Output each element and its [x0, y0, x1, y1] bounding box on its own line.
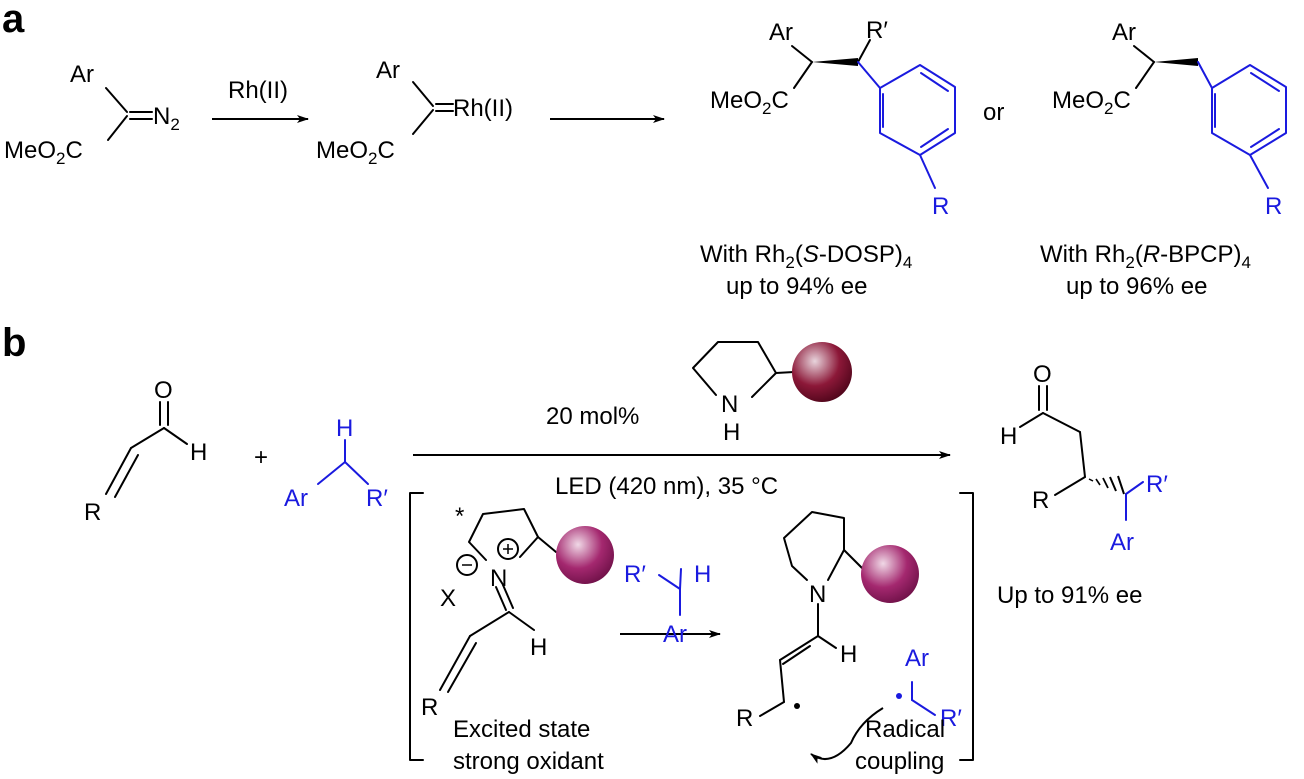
radical-coupling-label: Radical coupling	[855, 716, 945, 775]
svg-text:*: *	[455, 503, 464, 530]
svg-text:H: H	[190, 439, 207, 466]
svg-text:coupling: coupling	[855, 748, 944, 775]
svg-text:H: H	[530, 634, 547, 661]
hat-arrow: R′ H Ar	[620, 561, 721, 648]
svg-text:Ar: Ar	[70, 61, 94, 88]
svg-text:R: R	[736, 705, 753, 732]
svg-text:LED (420 nm), 35 °C: LED (420 nm), 35 °C	[555, 473, 778, 500]
arrow-diazo-to-carbene: Rh(II)	[212, 77, 309, 123]
svg-text:Ar: Ar	[1110, 529, 1134, 556]
benzyl-radical-dot	[896, 693, 902, 699]
panel-b-label: b	[2, 321, 26, 365]
svg-text:R′: R′	[1146, 471, 1168, 498]
excited-iminium: * X N H R	[421, 503, 614, 721]
svg-text:MeO2C: MeO2C	[710, 87, 789, 118]
caption-s-dosp: With Rh2(S-DOSP)4 up to 94% ee	[700, 241, 912, 300]
svg-text:H: H	[336, 415, 353, 442]
svg-text:Ar: Ar	[376, 57, 400, 84]
svg-text:R′: R′	[940, 705, 962, 732]
product-r-bpcp: Ar MeO2C R	[1052, 19, 1287, 220]
svg-text:R′: R′	[866, 17, 888, 44]
svg-text:R: R	[932, 193, 949, 220]
svg-text:With Rh2(R-BPCP)4: With Rh2(R-BPCP)4	[1040, 241, 1251, 272]
svg-text:N: N	[490, 565, 507, 592]
svg-text:X: X	[440, 585, 456, 612]
bracket-right	[959, 492, 974, 761]
svg-text:20 mol%: 20 mol%	[546, 403, 639, 430]
alkyl-arene: H Ar R′	[284, 415, 388, 512]
svg-text:Rh(II): Rh(II)	[453, 95, 513, 122]
svg-text:Ar: Ar	[905, 645, 929, 672]
or-text: or	[983, 99, 1004, 126]
svg-text:H: H	[723, 419, 740, 446]
svg-text:strong oxidant: strong oxidant	[453, 748, 604, 775]
enal: O H R	[84, 377, 207, 526]
panel-a: a Ar N2 MeO2C Rh(II) Ar Rh(II) MeO2C	[2, 0, 1287, 300]
svg-text:H: H	[694, 561, 711, 588]
svg-text:Excited state: Excited state	[453, 716, 590, 743]
svg-text:MeO2C: MeO2C	[4, 137, 83, 168]
radical-dot	[794, 703, 800, 709]
svg-text:H: H	[1000, 423, 1017, 450]
svg-text:O: O	[1033, 361, 1052, 388]
svg-text:N: N	[721, 391, 738, 418]
svg-text:MeO2C: MeO2C	[316, 137, 395, 168]
product-s-dosp: Ar R′ MeO2C R	[710, 17, 956, 220]
svg-text:up to 94% ee: up to 94% ee	[726, 273, 867, 300]
svg-text:H: H	[840, 641, 857, 668]
panel-b: b O H R + H Ar R′ 20 mol% LED (420	[2, 321, 1168, 775]
plus-sign: +	[254, 444, 268, 471]
svg-text:up to 96% ee: up to 96% ee	[1066, 273, 1207, 300]
svg-text:R: R	[421, 694, 438, 721]
svg-text:R′: R′	[366, 485, 388, 512]
product-ee: Up to 91% ee	[997, 582, 1142, 609]
svg-text:R′: R′	[624, 561, 646, 588]
benzylic-radical: Ar R′	[896, 645, 962, 732]
organocatalyst: N H	[692, 341, 852, 446]
svg-text:R: R	[1032, 487, 1049, 514]
diazo-ester: Ar N2 MeO2C	[4, 61, 180, 168]
svg-text:MeO2C: MeO2C	[1052, 87, 1131, 118]
product-aldehyde: O H R R′ Ar	[1000, 361, 1168, 556]
catalyst-sphere	[792, 342, 852, 402]
rh-carbene: Ar Rh(II) MeO2C	[316, 57, 513, 168]
svg-text:O: O	[154, 377, 173, 404]
main-reaction-arrow: 20 mol% LED (420 nm), 35 °C	[413, 403, 951, 500]
bracket-left	[409, 492, 424, 761]
excited-state-label: Excited state strong oxidant	[453, 716, 604, 775]
svg-text:N2: N2	[153, 103, 180, 134]
svg-text:R: R	[84, 499, 101, 526]
enamine-sphere	[861, 545, 919, 603]
svg-text:Radical: Radical	[865, 716, 945, 743]
iminium-sphere	[556, 526, 614, 584]
panel-a-label: a	[2, 0, 25, 41]
caption-r-bpcp: With Rh2(R-BPCP)4 up to 96% ee	[1040, 241, 1251, 300]
svg-text:N: N	[809, 581, 826, 608]
svg-text:Ar: Ar	[1112, 19, 1136, 46]
svg-text:Rh(II): Rh(II)	[228, 77, 288, 104]
svg-text:With Rh2(S-DOSP)4: With Rh2(S-DOSP)4	[700, 241, 912, 272]
enamine-radical: N H R	[736, 511, 919, 732]
radical-coupling-arrow	[810, 707, 884, 764]
svg-text:Ar: Ar	[769, 19, 793, 46]
svg-text:Ar: Ar	[284, 485, 308, 512]
svg-text:R: R	[1265, 193, 1282, 220]
svg-text:Ar: Ar	[663, 621, 687, 648]
